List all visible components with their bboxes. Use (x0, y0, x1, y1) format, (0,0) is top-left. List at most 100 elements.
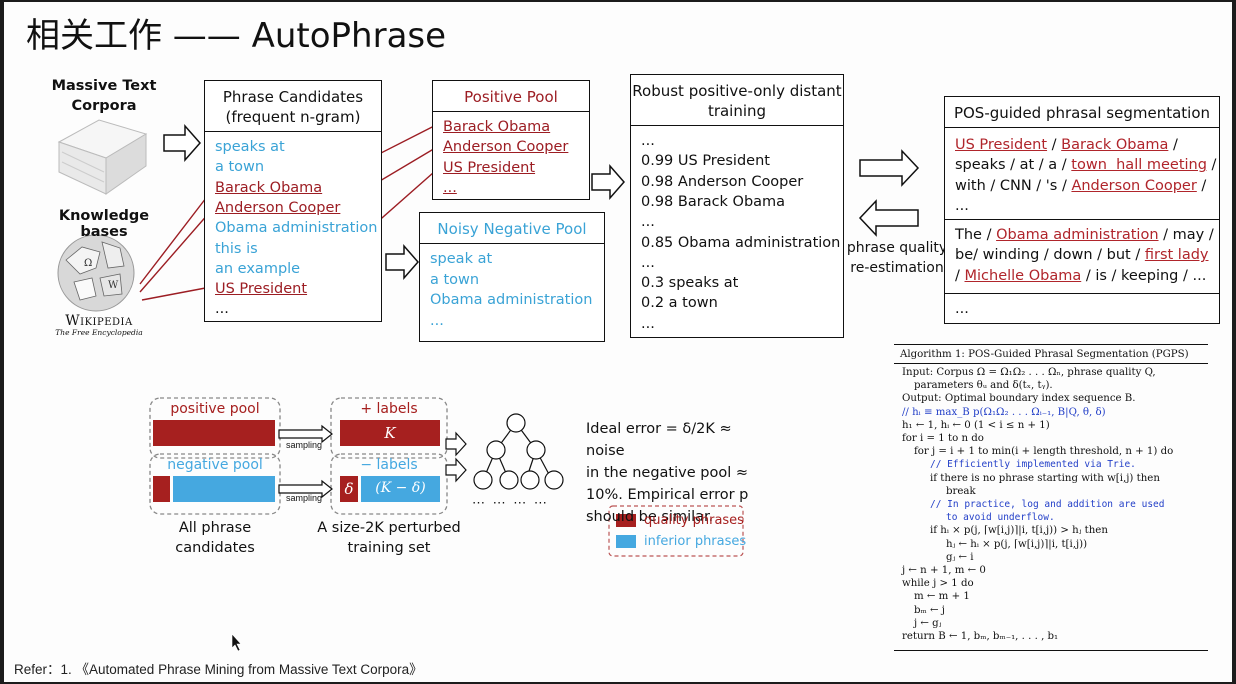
legend-quality-label: quality phrases (644, 513, 744, 528)
negative-pool-item: a town (430, 271, 480, 288)
training-score-item: 0.98 Barack Obama (641, 193, 786, 210)
phrase-candidate-item: Obama administration (215, 220, 378, 237)
svg-text:W: W (108, 280, 119, 291)
segment-separator: / (1196, 177, 1207, 194)
segmentation-line: be/ winding / down / but / first lady (955, 245, 1209, 265)
tree-arrow-bottom (445, 457, 467, 483)
phrase-quality-label: phrase quality re-estimation (846, 240, 948, 276)
segmentation-ellipsis: ... (955, 301, 969, 317)
segment-separator: / (1168, 137, 1178, 153)
connector-layer: Ω W (57, 119, 920, 652)
segment-separator: with / CNN / 's / (955, 177, 1072, 194)
mouse-cursor-icon (231, 633, 242, 652)
wikipedia-label: Wikipedia (65, 313, 133, 329)
segment-separator: / may / (1158, 227, 1214, 243)
tree-ellipsis: ⋯ ⋯ ⋯ ⋯ (472, 495, 549, 510)
K-label: K (384, 424, 396, 442)
positive-pool-item: ... (443, 179, 457, 196)
phrase-candidate-item: Barack Obama (215, 179, 323, 196)
pos-segmentation-box: POS-guided phrasal segmentation US Presi… (944, 96, 1220, 324)
segment-separator: / (1047, 137, 1062, 153)
segmented-phrase: Michelle Obama (964, 267, 1082, 284)
phrase-candidate-item: an example (215, 260, 301, 277)
algorithm-line: h₁ ← 1, hᵢ ← 0 (1 < i ≤ n + 1) (902, 419, 1050, 431)
segmentation-line: / Michelle Obama / is / keeping / ... (955, 266, 1206, 286)
legend-swatch-inferior (616, 535, 636, 548)
hollow-arrow-to-training (591, 164, 625, 200)
phrase-candidate-item: a town (215, 159, 265, 176)
perturbed-set-caption: A size-2K perturbed training set (317, 520, 461, 556)
massive-text-label: Massive Text Corpora (51, 78, 157, 114)
hollow-arrow-to-segmentation (859, 149, 920, 187)
svg-text:Ω: Ω (84, 258, 92, 269)
training-score-item: ... (641, 214, 655, 231)
algorithm-line: m ← m + 1 (914, 591, 970, 603)
algorithm-box: Algorithm 1: POS-Guided Phrasal Segmenta… (894, 344, 1208, 651)
phrase-candidates-box: Phrase Candidates (frequent n-gram) spea… (204, 80, 382, 322)
algorithm-line: if there is no phrase starting with w[i,… (930, 472, 1160, 484)
training-score-item: 0.85 Obama administration (641, 234, 841, 251)
reference-text: Refer：1. 《Automated Phrase Mining from M… (14, 662, 423, 677)
legend-dashed (608, 505, 744, 557)
segment-separator: / (955, 267, 965, 284)
segmented-phrase: Barack Obama (1061, 137, 1169, 153)
positive-pool-bar (153, 420, 275, 446)
arrow-wiki-to-uspresident (141, 282, 217, 301)
segmented-phrase: US President (955, 137, 1048, 153)
robust-training-header: Robust positive-only distant training (632, 82, 842, 120)
phrase-candidate-item: Anderson Cooper (215, 199, 341, 216)
segmented-phrase: Obama administration (996, 227, 1159, 243)
sampling-label-top: sampling (285, 440, 323, 450)
algorithm-line: j ← n + 1, m ← 0 (902, 565, 986, 576)
plus-labels-label: + labels (360, 401, 418, 417)
segment-separator: / (1206, 157, 1217, 174)
algorithm-line: gⱼ ← i (946, 551, 974, 563)
segmentation-line: ... (955, 196, 969, 216)
K-bar (340, 420, 440, 446)
decision-tree (473, 413, 564, 490)
segmentation-line: US President / Barack Obama / (955, 135, 1178, 155)
legend-inferior-label: inferior phrases (644, 534, 747, 549)
sampling-label-bottom: sampling (285, 493, 323, 503)
tree-arrow-top (445, 431, 467, 457)
positive-pool-header: Positive Pool (464, 88, 558, 106)
algorithm-line: for j = i + 1 to min(i + length threshol… (914, 446, 1174, 458)
training-score-item: 0.3 speaks at (641, 275, 739, 292)
negative-pool-item: Obama administration (430, 292, 593, 308)
segment-separator: ... (955, 197, 969, 214)
algorithm-line: // Efficiently implemented via Trie. (930, 459, 1136, 471)
slide: 相关工作 —— AutoPhrase (4, 2, 1232, 682)
segmented-phrase: town hall meeting (1071, 157, 1207, 174)
slide-title: 相关工作 —— AutoPhrase (26, 16, 447, 56)
algorithm-title: Algorithm 1: POS-Guided Phrasal Segmenta… (900, 349, 1189, 360)
positive-pool-item: Anderson Cooper (443, 139, 569, 156)
segmented-phrase: Anderson Cooper (1071, 177, 1197, 194)
training-score-item: ... (641, 254, 655, 271)
algorithm-line: break (946, 485, 976, 497)
positive-pool-item: Barack Obama (443, 119, 551, 135)
positive-pool-item: US President (443, 159, 536, 176)
training-score-item: ... (641, 133, 655, 149)
noisy-negative-pool-header: Noisy Negative Pool (437, 220, 587, 238)
segmented-phrase: first lady (1144, 247, 1209, 264)
sampling-arrow-top (278, 424, 333, 444)
algorithm-line: while j > 1 do (902, 578, 974, 590)
segmentation-line: speaks / at / a / town hall meeting / (955, 155, 1216, 175)
phrase-candidates-header: Phrase Candidates (frequent n-gram) (222, 88, 364, 126)
negative-pool-item: speak at (430, 251, 493, 267)
pos-segmentation-header: POS-guided phrasal segmentation (953, 104, 1211, 122)
algorithm-line: return B ← 1, bₘ, bₘ₋₁, . . . , b₁ (902, 631, 1059, 642)
hollow-arrow-sources (163, 124, 202, 162)
segmentation-line: with / CNN / 's / Anderson Cooper / (955, 176, 1206, 196)
training-score-item: 0.99 US President (641, 153, 770, 170)
algorithm-line: // In practice, log and addition are use… (930, 499, 1165, 510)
K-minus-delta-bar (361, 476, 440, 502)
arrow-wiki-to-anderson (139, 204, 217, 293)
positive-pool-label: positive pool (170, 401, 260, 417)
phrase-candidate-item: ... (215, 301, 229, 318)
segment-separator: The / (955, 227, 997, 243)
segment-separator: / is / keeping / ... (1081, 267, 1207, 284)
arrow-wiki-to-barack (139, 184, 217, 285)
training-score-item: ... (641, 315, 655, 332)
